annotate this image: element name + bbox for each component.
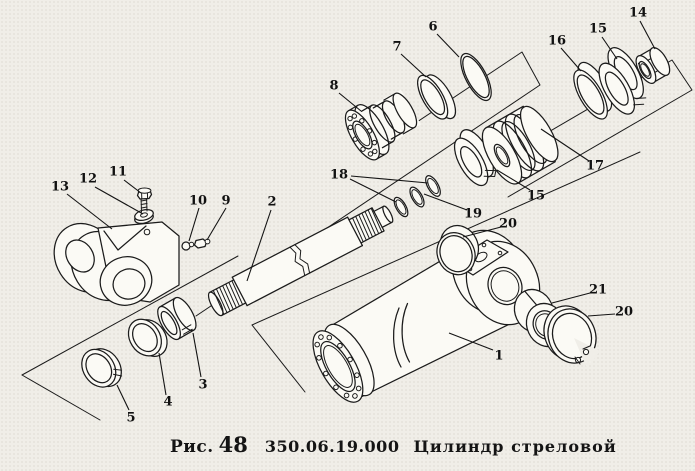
callout-label: 16 (548, 34, 566, 49)
callout-label: 20 (499, 217, 517, 232)
callout-label: 13 (51, 180, 69, 195)
part-13-clevis (53, 221, 180, 306)
callout-label: 10 (189, 194, 207, 209)
callout-label: 5 (126, 411, 135, 426)
callout-13: 13 (51, 180, 113, 230)
part-15-half-ring-lower (453, 129, 497, 187)
callout-label: 11 (109, 165, 127, 180)
callout-label: 4 (163, 395, 172, 410)
callout-label: 7 (392, 40, 401, 55)
part-4-ring (127, 318, 168, 357)
callout-20-upper: 20 (462, 217, 517, 238)
callout-label: 3 (198, 378, 207, 393)
part-17-piston (481, 105, 559, 185)
part-18-19-small-rings (393, 175, 441, 218)
callout-label: 20 (615, 305, 633, 320)
callouts: 1 2 3 4 5 6 7 8 (51, 6, 656, 426)
part-16-ring (573, 61, 613, 120)
part-6-o-ring (460, 52, 492, 102)
part-2-piston-rod (207, 205, 394, 317)
callout-2: 2 (246, 195, 277, 282)
callout-6: 6 (428, 20, 460, 58)
callout-label: 18 (330, 168, 348, 183)
part-1-cylinder-barrel (312, 229, 541, 403)
callout-17: 17 (540, 128, 604, 174)
callout-12: 12 (79, 172, 144, 215)
callout-9: 9 (206, 194, 231, 241)
callout-5: 5 (116, 384, 136, 426)
callout-4: 4 (158, 352, 173, 410)
callout-15-lower: 15 (496, 169, 545, 204)
callout-8: 8 (329, 79, 362, 112)
callout-11: 11 (109, 165, 142, 194)
callout-20-lower: 20 (587, 305, 633, 320)
callout-label: 21 (589, 283, 607, 298)
callout-label: 1 (494, 349, 503, 364)
part-5-snap-ring (81, 348, 123, 388)
callout-label: 19 (464, 207, 482, 222)
part-3-split-bushing (157, 296, 197, 341)
part-14-castle-nut (635, 47, 671, 84)
part-7-seal-ring (417, 74, 457, 120)
callout-label: 2 (267, 195, 276, 210)
callout-1: 1 (448, 332, 504, 364)
callout-label: 15 (589, 22, 607, 37)
callout-label: 17 (586, 159, 604, 174)
figure-part-code: 350.06.19.000 (264, 437, 400, 456)
part-15-half-rings-upper (598, 47, 647, 115)
callout-15-upper: 15 (589, 22, 618, 60)
callout-16: 16 (548, 34, 582, 72)
part-8-cylinder-head (344, 89, 421, 161)
callout-label: 15 (527, 189, 545, 204)
callout-3: 3 (192, 332, 208, 393)
callout-label: 12 (79, 172, 97, 187)
callout-10: 10 (188, 194, 207, 242)
callout-label: 6 (428, 20, 437, 35)
callout-18: 18 (330, 168, 429, 203)
callout-7: 7 (392, 40, 427, 78)
figure-title: Цилиндр стреловой (413, 437, 617, 456)
figure-label: Рис. (170, 437, 214, 457)
part-11-bolt (136, 187, 153, 213)
callout-label: 9 (221, 194, 230, 209)
part-20-snap-ring (543, 305, 600, 368)
figure-number: 48 (218, 432, 248, 457)
callout-21: 21 (551, 283, 607, 304)
part-20-ring (436, 224, 480, 276)
figure-caption: Рис. 48 350.06.19.000 Цилиндр стреловой (170, 432, 617, 457)
callout-label: 8 (329, 79, 338, 94)
callout-14: 14 (629, 6, 656, 50)
callout-label: 14 (629, 6, 647, 21)
callout-19: 19 (423, 193, 482, 222)
part-9-10-grease-fitting (181, 238, 211, 251)
